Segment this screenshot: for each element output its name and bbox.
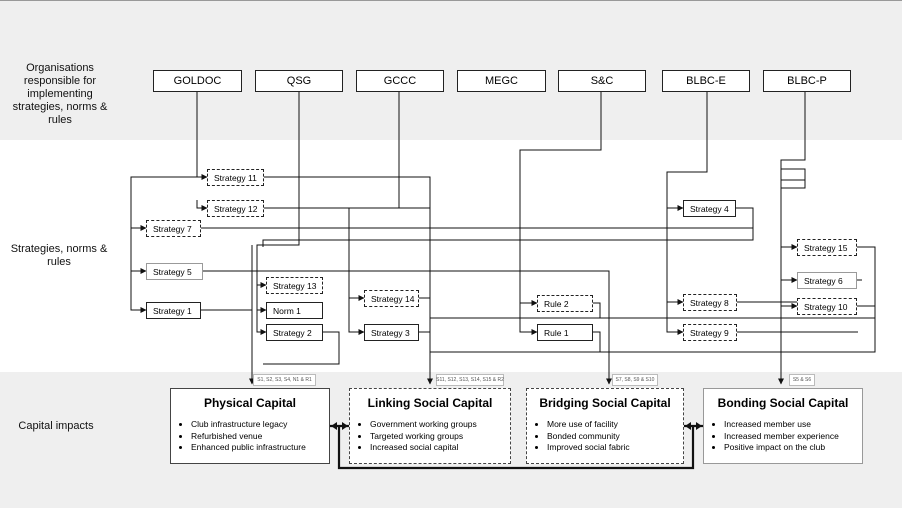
list-item: Bonded community	[547, 431, 683, 443]
capital-linking-list: Government working groups Targeted worki…	[350, 419, 510, 454]
org-sc: S&C	[558, 70, 646, 92]
capital-bonding-list: Increased member use Increased member ex…	[704, 419, 862, 454]
band-label-capital: Capital impacts	[18, 420, 94, 432]
capital-bridging-list: More use of facility Bonded community Im…	[527, 419, 683, 454]
capital-bonding-title: Bonding Social Capital	[717, 396, 849, 410]
org-goldoc: GOLDOC	[153, 70, 242, 92]
node-strategy-1: Strategy 1	[146, 302, 201, 319]
list-item: Increased social capital	[370, 442, 510, 454]
tag-linking: S11, S12, S13, S14, S15 & R2	[436, 374, 504, 386]
capital-bridging: Bridging Social Capital More use of faci…	[526, 388, 684, 464]
node-strategy-2: Strategy 2	[266, 324, 323, 341]
node-strategy-11: Strategy 11	[207, 169, 264, 186]
tag-bridging: S7, S8, S9 & S10	[612, 374, 658, 386]
capital-linking: Linking Social Capital Government workin…	[349, 388, 511, 464]
org-blbc-p: BLBC-P	[763, 70, 851, 92]
node-strategy-13: Strategy 13	[266, 277, 323, 294]
list-item: Club infrastructure legacy	[191, 419, 329, 431]
org-blbc-e: BLBC-E	[662, 70, 750, 92]
node-strategy-10: Strategy 10	[797, 298, 857, 315]
node-strategy-5: Strategy 5	[146, 263, 203, 280]
list-item: Enhanced public infrastructure	[191, 442, 329, 454]
band-organisations	[0, 0, 902, 141]
node-strategy-12: Strategy 12	[207, 200, 264, 217]
list-item: Increased member experience	[724, 431, 862, 443]
list-item: Positive impact on the club	[724, 442, 862, 454]
node-strategy-3: Strategy 3	[364, 324, 419, 341]
node-rule-2: Rule 2	[537, 295, 593, 312]
band-label-strategies: Strategies, norms & rules	[10, 243, 108, 268]
node-rule-1: Rule 1	[537, 324, 593, 341]
capital-bridging-title: Bridging Social Capital	[539, 396, 671, 410]
node-strategy-4: Strategy 4	[683, 200, 736, 217]
node-strategy-8: Strategy 8	[683, 294, 737, 311]
band-label-organisations: Organisations responsible for implementi…	[12, 62, 108, 126]
capital-bonding: Bonding Social Capital Increased member …	[703, 388, 863, 464]
node-strategy-7: Strategy 7	[146, 220, 201, 237]
node-strategy-6: Strategy 6	[797, 272, 857, 289]
list-item: Targeted working groups	[370, 431, 510, 443]
node-norm-1: Norm 1	[266, 302, 323, 319]
org-gccc: GCCC	[356, 70, 444, 92]
org-megc: MEGC	[457, 70, 546, 92]
node-strategy-15: Strategy 15	[797, 239, 857, 256]
tag-physical: S1, S2, S3, S4, N1 & R1	[253, 374, 316, 386]
capital-physical-list: Club infrastructure legacy Refurbished v…	[171, 419, 329, 454]
list-item: Government working groups	[370, 419, 510, 431]
capital-physical: Physical Capital Club infrastructure leg…	[170, 388, 330, 464]
capital-physical-title: Physical Capital	[203, 396, 297, 410]
list-item: Improved social fabric	[547, 442, 683, 454]
capital-linking-title: Linking Social Capital	[367, 396, 493, 410]
node-strategy-14: Strategy 14	[364, 290, 419, 307]
band-strategies	[0, 140, 902, 372]
tag-bonding: S5 & S6	[789, 374, 815, 386]
org-qsg: QSG	[255, 70, 343, 92]
list-item: More use of facility	[547, 419, 683, 431]
list-item: Increased member use	[724, 419, 862, 431]
list-item: Refurbished venue	[191, 431, 329, 443]
node-strategy-9: Strategy 9	[683, 324, 737, 341]
